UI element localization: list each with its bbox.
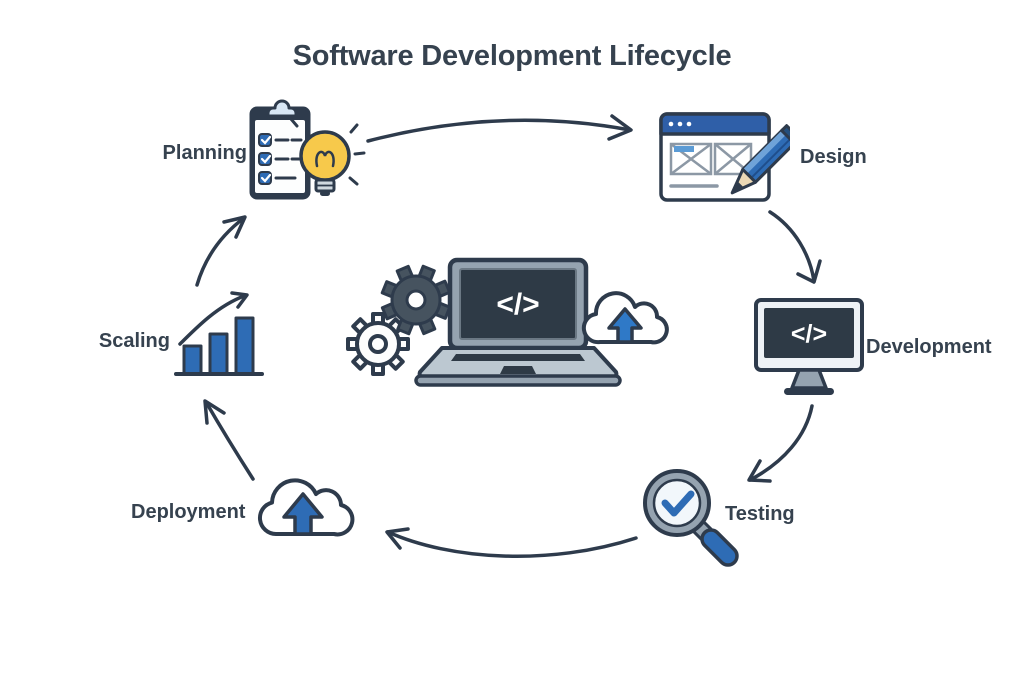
growth-bar-chart-icon: [174, 291, 264, 376]
upload-arrow-icon: [607, 307, 643, 344]
browser-window-icon: [659, 112, 771, 202]
diagram-title: Software Development Lifecycle: [292, 40, 732, 72]
browser-wireframe-pencil-icon: [659, 112, 790, 202]
upload-arrow-icon: [282, 492, 324, 536]
stage-label-deployment: Deployment: [131, 501, 246, 523]
laptop-code-icon: </>: [414, 257, 622, 387]
magnifier-checkmark-icon: [643, 469, 739, 567]
checklist-rows: [258, 133, 303, 185]
gear-large-icon: [380, 264, 452, 336]
gear-small-icon: [346, 312, 410, 376]
cloud-upload-icon: [258, 478, 355, 537]
magnifier-handle: [691, 519, 739, 567]
checkmark-icon: [661, 490, 695, 517]
clipboard-icon: [249, 99, 311, 200]
clipboard-checklist-lightbulb-icon: [249, 99, 366, 200]
stage-label-design: Design: [800, 146, 867, 168]
pencil-icon: [730, 124, 790, 195]
stage-label-scaling: Scaling: [98, 330, 170, 352]
arrow-design-to-development: [768, 210, 822, 284]
arrow-planning-to-design: [366, 114, 633, 143]
arrow-scaling-to-planning: [195, 215, 247, 287]
arrow-deployment-to-scaling: [203, 399, 255, 481]
stage-label-testing: Testing: [725, 503, 795, 525]
monitor-code-icon: </>: [754, 298, 864, 395]
arrow-testing-to-deployment: [385, 527, 638, 558]
lightbulb-icon: [289, 117, 366, 196]
code-glyph: </>: [496, 288, 539, 321]
stage-label-development: Development: [866, 336, 992, 358]
arrow-development-to-testing: [747, 404, 814, 483]
stage-label-planning: Planning: [162, 142, 247, 164]
cloud-upload-icon: [581, 291, 669, 345]
center-illustration: </>: [346, 257, 669, 387]
code-glyph: </>: [791, 320, 827, 348]
